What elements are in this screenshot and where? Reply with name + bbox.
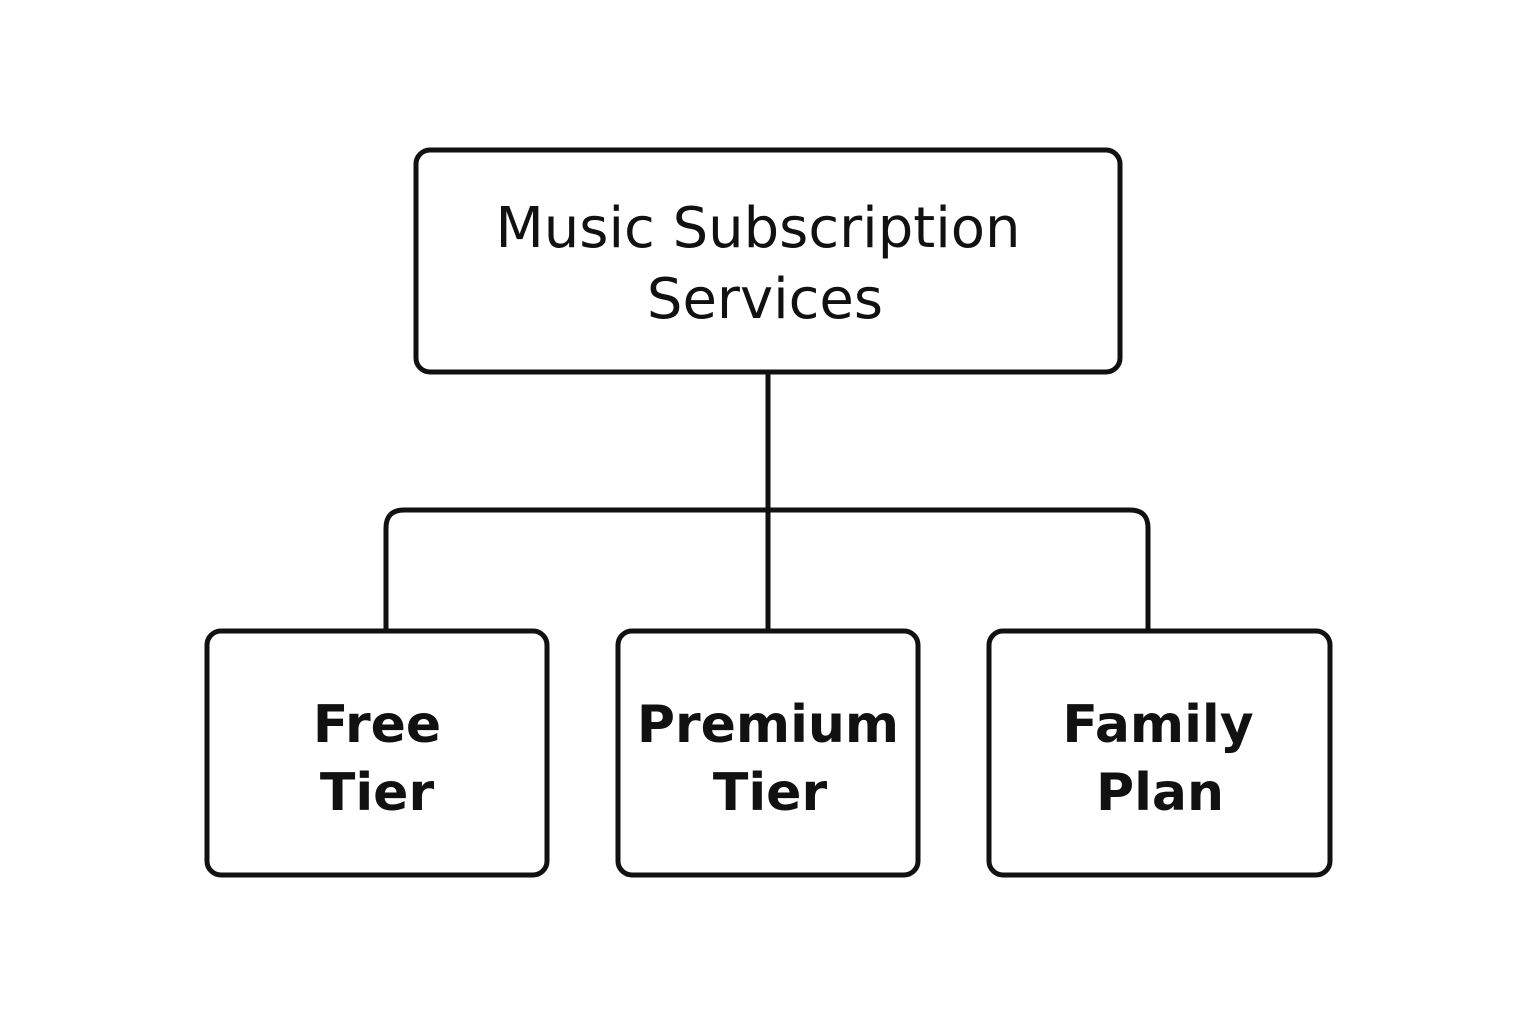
child-node-free-tier: Free Tier: [204, 628, 550, 878]
root-node: Music Subscription Services: [413, 147, 1123, 375]
root-node-box: [413, 147, 1123, 375]
root-node-label-line2: Services: [647, 267, 883, 332]
child-node-premium-tier-line2: Tier: [713, 763, 828, 823]
child-node-family-plan-line2: Plan: [1096, 763, 1224, 823]
child-node-premium-tier: Premium Tier: [615, 628, 921, 878]
child-node-free-tier-box: [204, 628, 550, 878]
child-node-premium-tier-line1: Premium: [637, 695, 899, 755]
child-node-family-plan-box: [986, 628, 1333, 878]
child-node-family-plan-line1: Family: [1062, 695, 1253, 755]
connector-branch-bar: [383, 507, 1151, 630]
child-node-premium-tier-box: [615, 628, 921, 878]
child-node-family-plan: Family Plan: [986, 628, 1333, 878]
root-node-label-line1: Music Subscription: [495, 196, 1020, 261]
child-node-free-tier-line1: Free: [313, 695, 441, 755]
child-node-free-tier-line2: Tier: [320, 763, 435, 823]
